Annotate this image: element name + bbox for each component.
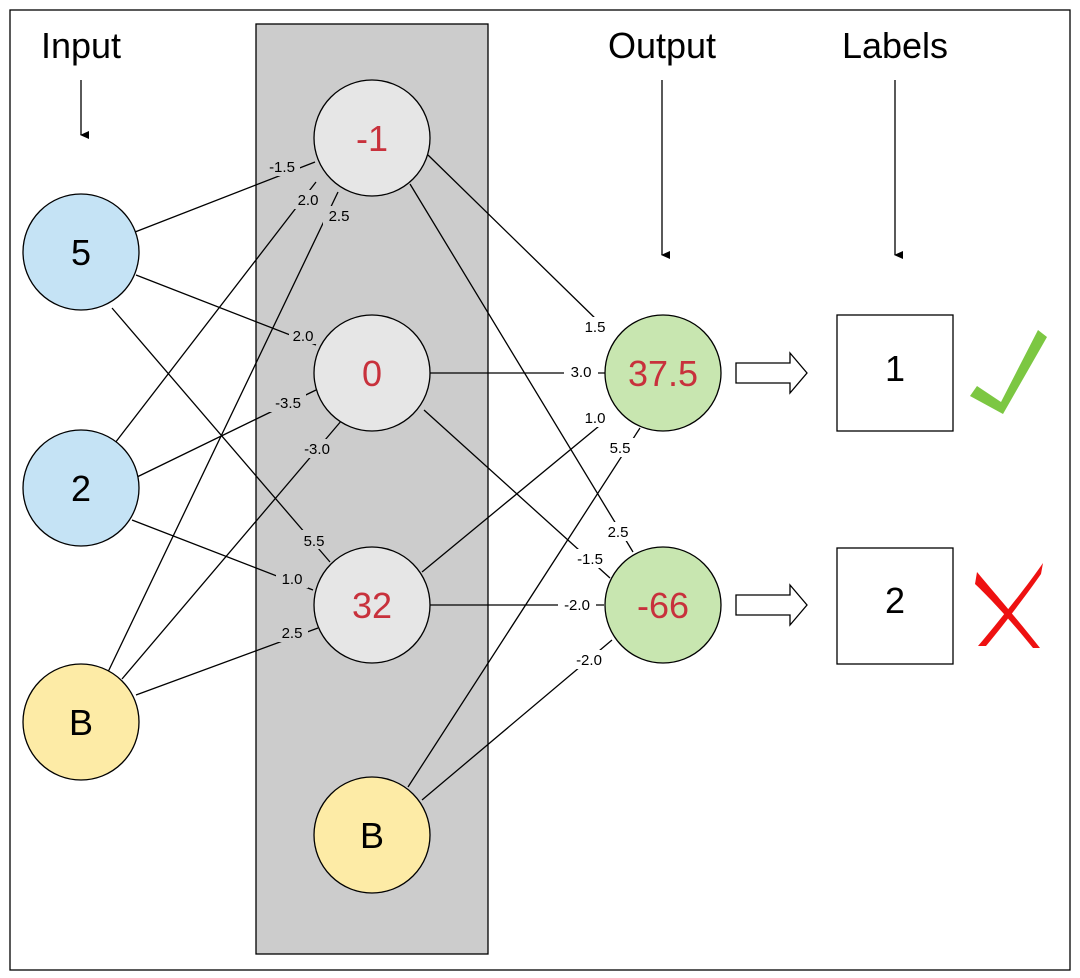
- weight-h2-o2: -1.5: [577, 551, 603, 568]
- weight-h2-o1: 3.0: [571, 364, 592, 381]
- weight-h3-o1: 1.0: [585, 410, 606, 427]
- edge-h1-o1: [427, 154, 601, 324]
- weight-inB-h2: -3.0: [304, 441, 330, 458]
- cross-icon: [975, 563, 1043, 648]
- weight-in2-h1: 2.0: [298, 192, 319, 209]
- input-header: Input: [41, 25, 121, 66]
- label-box-1-border: [836, 314, 954, 432]
- input-bias-node: B: [22, 663, 140, 781]
- hidden-bias-node: B: [313, 776, 431, 894]
- weight-in5-h3: 5.5: [304, 533, 325, 550]
- input-node-5-value: 5: [71, 232, 91, 273]
- hidden-node-3-circle: [313, 546, 431, 664]
- input-layer: 5 2 B: [22, 193, 140, 781]
- input-node-5: 5: [22, 193, 140, 311]
- weight-h1-o1: 1.5: [585, 319, 606, 336]
- outer-frame: [9, 9, 1071, 971]
- weight-in2-h2: -3.5: [275, 395, 301, 412]
- edge-in2-h1: [114, 181, 317, 444]
- weight-h3-o2: -2.0: [564, 597, 590, 614]
- output-header: Output: [608, 25, 716, 66]
- hidden-node-1: -1: [313, 79, 431, 197]
- output-node-2: -66: [604, 546, 722, 664]
- label-box-1: 1: [836, 314, 954, 432]
- output-node-1: 37.5: [604, 314, 722, 432]
- output-node-2-value: -66: [637, 585, 689, 626]
- weight-hB-o2: -2.0: [576, 652, 602, 669]
- input-node-2-circle: [22, 429, 140, 547]
- edge-in5-h2: [135, 274, 317, 346]
- output-layer: 37.5 -66: [604, 314, 722, 664]
- edge-h3-o1: [421, 416, 611, 573]
- weight-labels-hidden-output: 1.5 2.5 3.0 -1.5 1.0 -2.0 5.5 -2.0: [558, 317, 636, 669]
- input-node-2: 2: [22, 429, 140, 547]
- output-node-2-circle: [604, 546, 722, 664]
- hidden-node-1-circle: [313, 79, 431, 197]
- edge-inB-h1: [107, 191, 339, 673]
- weight-in2-h3: 1.0: [282, 571, 303, 588]
- output-node-1-circle: [604, 314, 722, 432]
- label-box-2: 2: [836, 547, 954, 665]
- hidden-node-2-circle: [313, 314, 431, 432]
- edge-h1-o2: [409, 183, 634, 553]
- weight-labels-input-hidden: -1.5 2.0 5.5 2.0 -3.5 1.0 2.5 -3.0 2.5: [262, 157, 355, 642]
- output-1-to-label-arrow: [735, 351, 808, 395]
- hidden-layer: -1 0 32 B: [313, 79, 431, 894]
- hidden-node-2: 0: [313, 314, 431, 432]
- input-bias-node-circle: [22, 663, 140, 781]
- input-node-2-value: 2: [71, 468, 91, 509]
- output-node-1-value: 37.5: [628, 353, 698, 394]
- labels-header: Labels: [842, 25, 948, 66]
- hidden-bias-node-circle: [313, 776, 431, 894]
- weight-inB-h3: 2.5: [282, 625, 303, 642]
- hidden-bias-node-value: B: [360, 815, 384, 856]
- hidden-node-3-value: 32: [352, 585, 392, 626]
- hidden-node-3: 32: [313, 546, 431, 664]
- hidden-node-1-value: -1: [356, 118, 388, 159]
- input-node-5-circle: [22, 193, 140, 311]
- input-bias-node-value: B: [69, 702, 93, 743]
- weight-in5-h1: -1.5: [269, 159, 295, 176]
- label-box-2-value: 2: [885, 580, 905, 621]
- weight-hB-o1: 5.5: [610, 440, 631, 457]
- label-box-1-value: 1: [885, 348, 905, 389]
- hidden-node-2-value: 0: [362, 353, 382, 394]
- weight-inB-h1: 2.5: [329, 208, 350, 225]
- edge-hB-o1: [407, 427, 641, 788]
- label-box-2-border: [836, 547, 954, 665]
- weight-h1-o2: 2.5: [608, 524, 629, 541]
- edge-inB-h2: [121, 419, 343, 680]
- checkmark-icon: [970, 330, 1047, 414]
- weight-in5-h2: 2.0: [293, 328, 314, 345]
- output-2-to-label-arrow: [735, 583, 808, 627]
